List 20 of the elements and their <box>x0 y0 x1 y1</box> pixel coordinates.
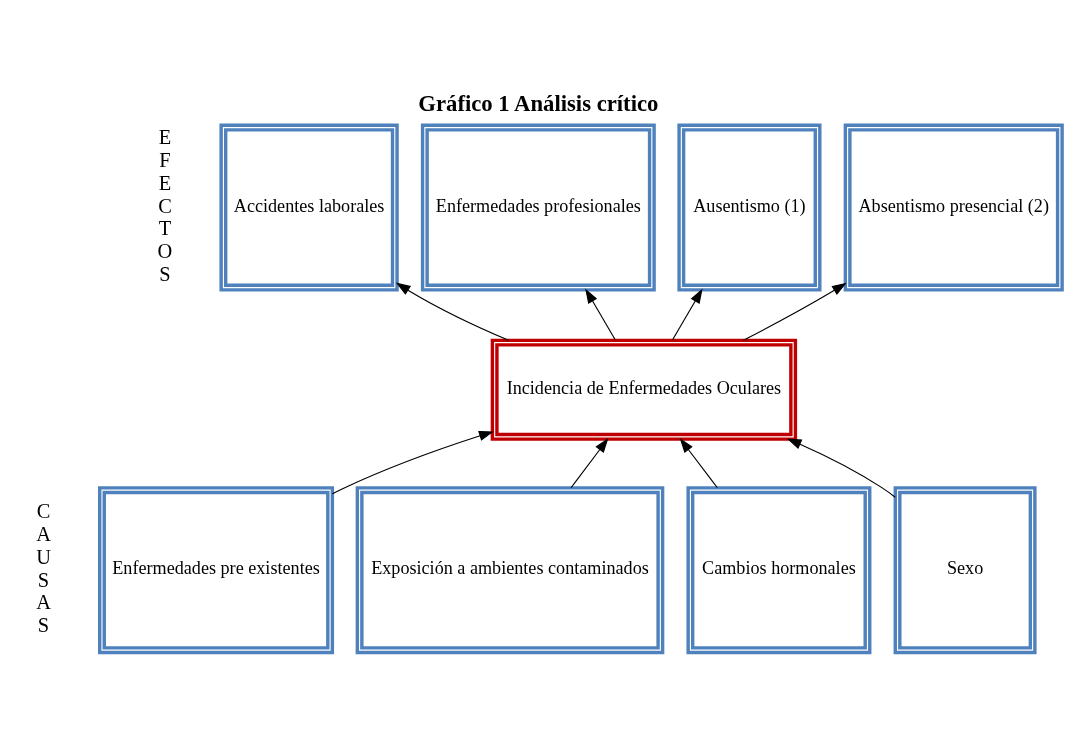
arrow <box>585 288 616 341</box>
arrow <box>742 282 847 341</box>
node-box: Exposición a ambientes contaminados <box>355 486 665 655</box>
label: C A U S A S <box>36 500 51 636</box>
arrow <box>671 288 703 341</box>
label: E F E C T O S <box>157 126 173 285</box>
node-box: Accidentes laborales <box>219 123 399 292</box>
arrow <box>570 438 609 489</box>
node-box: Incidencia de Enfermedades Oculares <box>490 338 798 441</box>
arrow <box>331 430 494 495</box>
node-box: Cambios hormonales <box>686 486 872 655</box>
diagram-title: Gráfico 1 Análisis crítico <box>418 91 659 117</box>
arrow <box>395 282 510 341</box>
node-box: Enfermedades pre existentes <box>98 486 335 655</box>
arrow <box>679 438 718 489</box>
arrow <box>786 438 896 498</box>
node-box: Sexo <box>893 486 1037 655</box>
node-box: Absentismo presencial (2) <box>843 123 1064 292</box>
node-box: Enfermedades profesionales <box>420 123 656 292</box>
node-box: Ausentismo (1) <box>677 123 822 292</box>
